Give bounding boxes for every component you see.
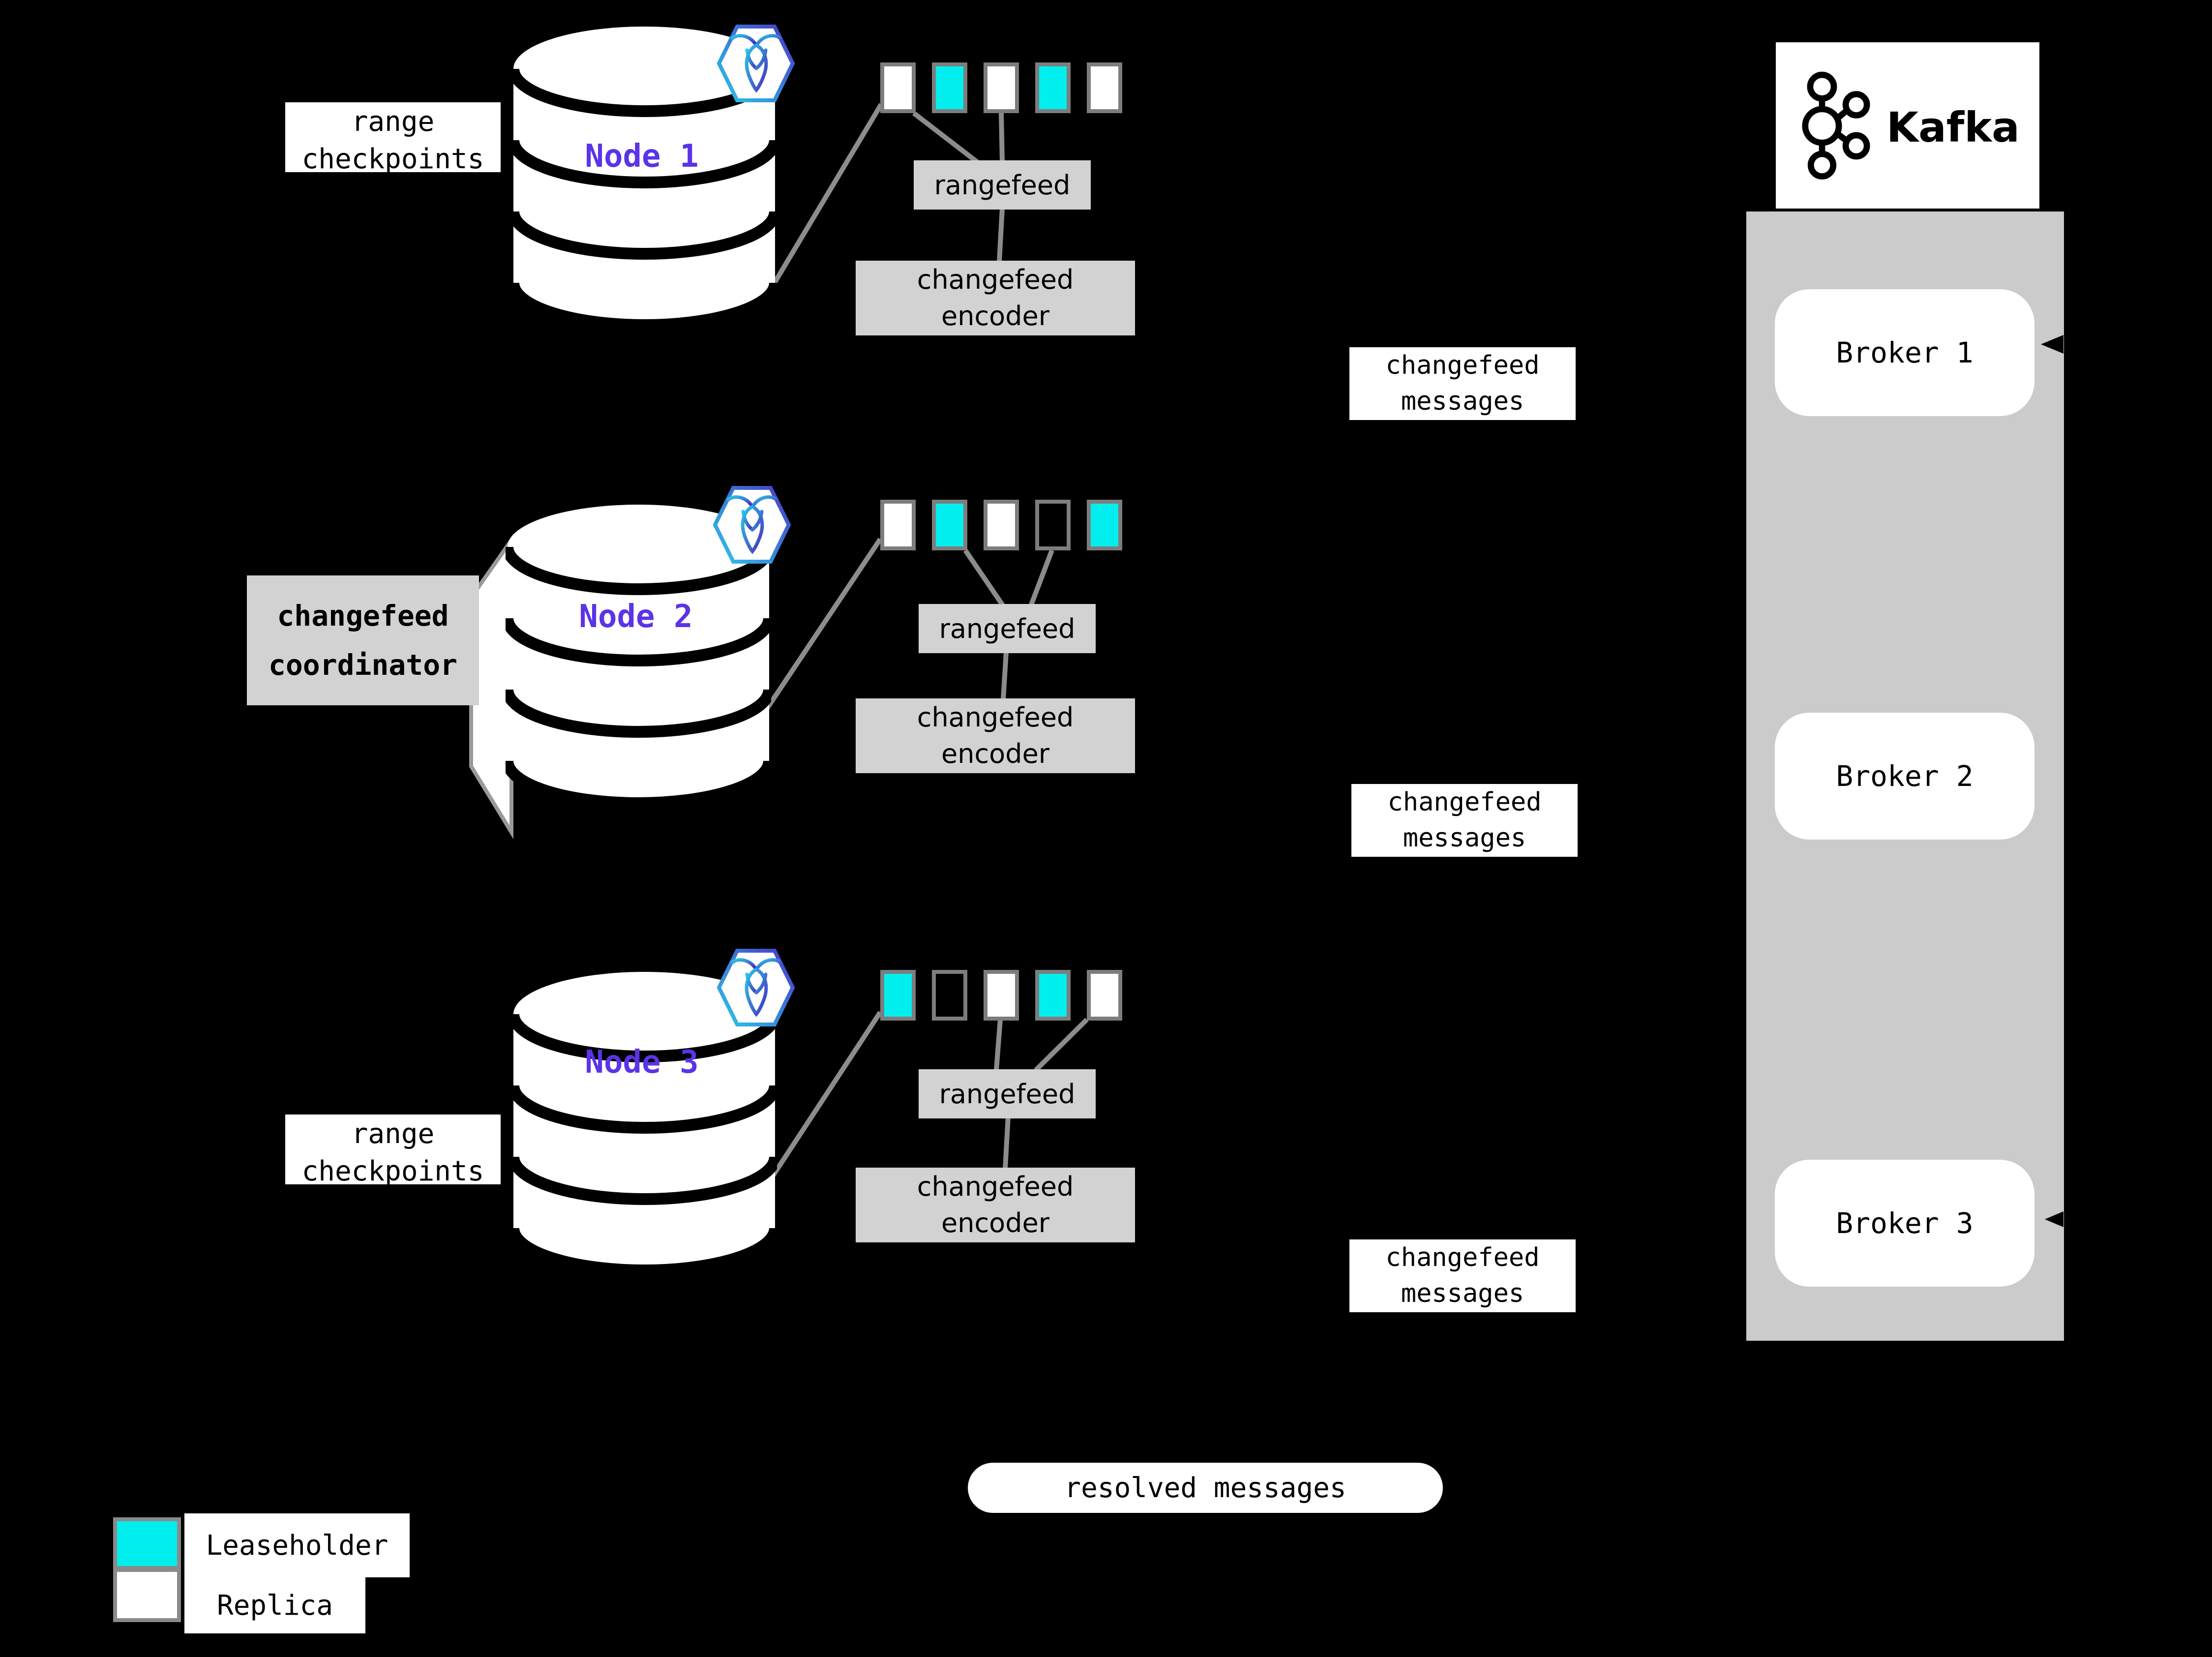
connector-line	[771, 103, 884, 287]
connector-line	[1028, 549, 1054, 607]
connector-lines	[765, 103, 1089, 1177]
range-square	[1035, 500, 1071, 550]
connector-line	[997, 208, 1005, 262]
connector-line	[994, 1019, 1003, 1071]
connector-line	[912, 111, 980, 164]
node-2-label: Node 2	[579, 599, 693, 635]
cockroachdb-badge-icon	[713, 483, 791, 567]
connector-line	[1034, 1018, 1089, 1072]
changefeed-encoder-box-node2: changefeed encoder	[856, 698, 1135, 773]
kafka-logo-icon	[1794, 63, 1887, 189]
rangefeed-box-node3: rangefeed	[919, 1069, 1096, 1118]
range-square	[880, 970, 916, 1021]
changefeed-encoder-box-node3: changefeed encoder	[856, 1168, 1135, 1242]
node-1-label: Node 1	[585, 138, 699, 175]
changefeed-encoder-box-node1: changefeed encoder	[856, 261, 1135, 335]
range-square	[1035, 62, 1071, 113]
changefeed-coordinator-box: changefeed coordinator	[247, 575, 479, 705]
coordinator-flag	[469, 534, 513, 840]
range-square	[1035, 970, 1071, 1021]
legend-leaseholder-label: Leaseholder	[184, 1513, 410, 1577]
broker-1-box: Broker 1	[1775, 289, 2034, 416]
range-square	[984, 62, 1019, 113]
range-checkpoints-label-node1: range checkpoints	[285, 102, 501, 172]
changefeed-messages-label-3: changefeed messages	[1349, 1239, 1576, 1312]
broker-3-box: Broker 3	[1775, 1160, 2034, 1287]
cockroachdb-badge-icon	[717, 946, 795, 1029]
connector-line	[1001, 652, 1009, 700]
range-square	[984, 970, 1019, 1021]
resolved-messages-pill: resolved messages	[968, 1463, 1443, 1513]
range-square	[880, 62, 916, 113]
changefeed-messages-label-2: changefeed messages	[1351, 784, 1578, 857]
node-3-label: Node 3	[585, 1044, 699, 1081]
range-square	[932, 500, 967, 550]
changefeed-messages-label-1: changefeed messages	[1349, 347, 1576, 420]
range-checkpoints-label-node3: range checkpoints	[285, 1115, 501, 1184]
connector-line	[1003, 1116, 1011, 1169]
connector-line	[963, 549, 1006, 607]
connector-line	[999, 113, 1005, 163]
rangefeed-box-node1: rangefeed	[914, 160, 1091, 210]
range-square	[1087, 500, 1122, 550]
kafka-title: Kafka	[1886, 103, 2020, 151]
connector-line	[765, 538, 883, 710]
legend-leaseholder-swatch	[113, 1517, 181, 1570]
range-square	[932, 970, 967, 1021]
range-square	[984, 500, 1019, 550]
range-square	[1087, 970, 1122, 1021]
legend-replica-label: Replica	[184, 1577, 365, 1633]
connector-line	[771, 1011, 883, 1177]
range-square	[1087, 62, 1122, 113]
range-square	[932, 62, 967, 113]
legend-replica-swatch	[113, 1568, 181, 1622]
rangefeed-box-node2: rangefeed	[919, 604, 1096, 653]
arrowhead-broker3	[2045, 1211, 2063, 1227]
arrowhead-broker1	[2041, 335, 2063, 354]
broker-2-box: Broker 2	[1775, 713, 2034, 840]
cockroachdb-badge-icon	[717, 22, 795, 105]
range-square	[880, 500, 916, 550]
